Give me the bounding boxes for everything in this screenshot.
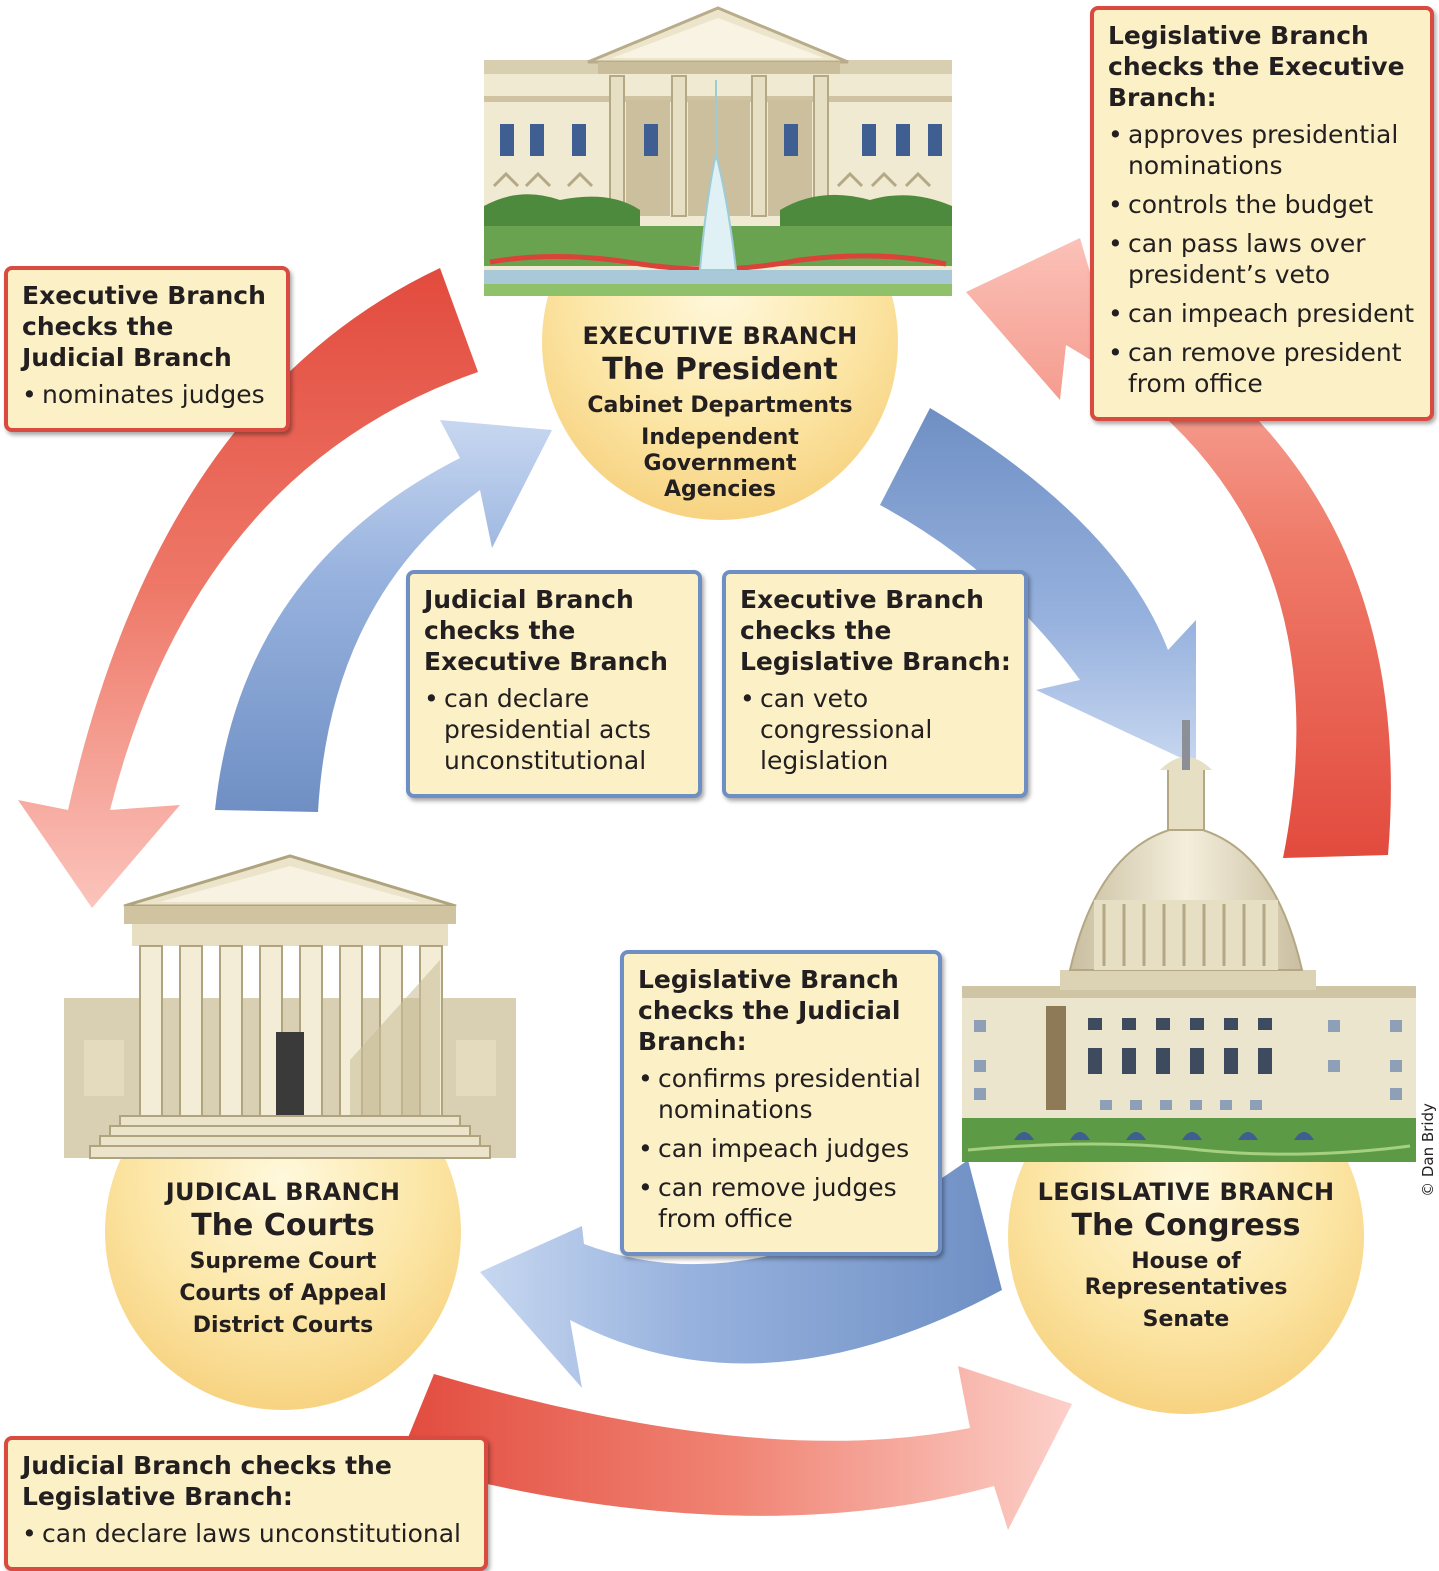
legislative-checks-executive-box: Legislative Branch checks the Executive … <box>1090 6 1434 421</box>
legislative-checks-judicial-box: Legislative Branch checks the Judicial B… <box>620 950 942 1256</box>
blue-arrow-judicial-to-executive <box>215 420 552 812</box>
check-item: can impeach judges <box>638 1133 926 1164</box>
judicial-branch-item: Courts of Appeal <box>179 1281 387 1306</box>
judicial-checks-legislative-box: Judicial Branch checks the Legislative B… <box>4 1436 488 1571</box>
check-item: can pass laws over president’s veto <box>1108 228 1418 290</box>
check-item: approves presidential nominations <box>1108 119 1418 181</box>
box-title: Judicial Branch checks the Executive Bra… <box>424 585 668 676</box>
red-arrow-executive-to-judicial <box>18 268 478 908</box>
legislative-branch-item: House of Representatives <box>1084 1249 1288 1300</box>
check-item: can remove judges from office <box>638 1172 926 1234</box>
executive-branch-heading: EXECUTIVE BRANCH <box>582 322 858 350</box>
check-item: can remove president from office <box>1108 337 1418 399</box>
executive-branch-item: Cabinet Departments <box>587 393 853 418</box>
executive-checks-legislative-box: Executive Branch checks the Legislative … <box>722 570 1028 798</box>
judicial-branch-subheading: The Courts <box>191 1208 375 1243</box>
judicial-branch-item: Supreme Court <box>189 1249 377 1274</box>
check-item: controls the budget <box>1108 189 1418 220</box>
blue-arrow-executive-to-legislative <box>880 408 1196 765</box>
box-title: Legislative Branch checks the Executive … <box>1108 21 1405 112</box>
executive-branch-label: EXECUTIVE BRANCH The President Cabinet D… <box>546 322 894 503</box>
legislative-branch-label: LEGISLATIVE BRANCH The Congress House of… <box>1008 1178 1364 1333</box>
check-item: can impeach president <box>1108 298 1418 329</box>
judicial-branch-label: JUDICAL BRANCH The Courts Supreme Court … <box>108 1178 458 1339</box>
capitol-illustration <box>962 720 1416 1162</box>
check-item: can declare laws unconstitutional <box>22 1518 472 1549</box>
illustrator-credit: © Dan Bridy <box>1418 1103 1438 1197</box>
check-item: confirms presidential nominations <box>638 1063 926 1125</box>
check-item: nominates judges <box>22 379 274 410</box>
box-title: Executive Branch checks the Judicial Bra… <box>22 281 266 372</box>
box-title: Judicial Branch checks the Legislative B… <box>22 1451 392 1511</box>
legislative-branch-item: Senate <box>1142 1307 1230 1332</box>
credit-text: © Dan Bridy <box>1419 1103 1437 1197</box>
executive-branch-item: Independent Government Agencies <box>641 425 799 502</box>
check-item: can veto congressional legislation <box>740 683 1012 776</box>
judicial-branch-heading: JUDICAL BRANCH <box>165 1178 401 1206</box>
legislative-branch-subheading: The Congress <box>1071 1208 1301 1243</box>
box-title: Executive Branch checks the Legislative … <box>740 585 1011 676</box>
box-title: Legislative Branch checks the Judicial B… <box>638 965 901 1056</box>
judicial-branch-item: District Courts <box>192 1313 374 1338</box>
check-item: can declare presidential acts unconstitu… <box>424 683 686 776</box>
executive-branch-subheading: The President <box>602 352 838 387</box>
red-arrow-judicial-to-legislative <box>398 1366 1072 1530</box>
judicial-checks-executive-box: Judicial Branch checks the Executive Bra… <box>406 570 702 798</box>
legislative-branch-heading: LEGISLATIVE BRANCH <box>1037 1178 1335 1206</box>
white-house-illustration <box>484 6 952 296</box>
blue-arrow-legislative-to-judicial <box>480 1160 1002 1388</box>
supreme-court-illustration <box>64 854 516 1159</box>
executive-checks-judicial-box: Executive Branch checks the Judicial Bra… <box>4 266 290 432</box>
